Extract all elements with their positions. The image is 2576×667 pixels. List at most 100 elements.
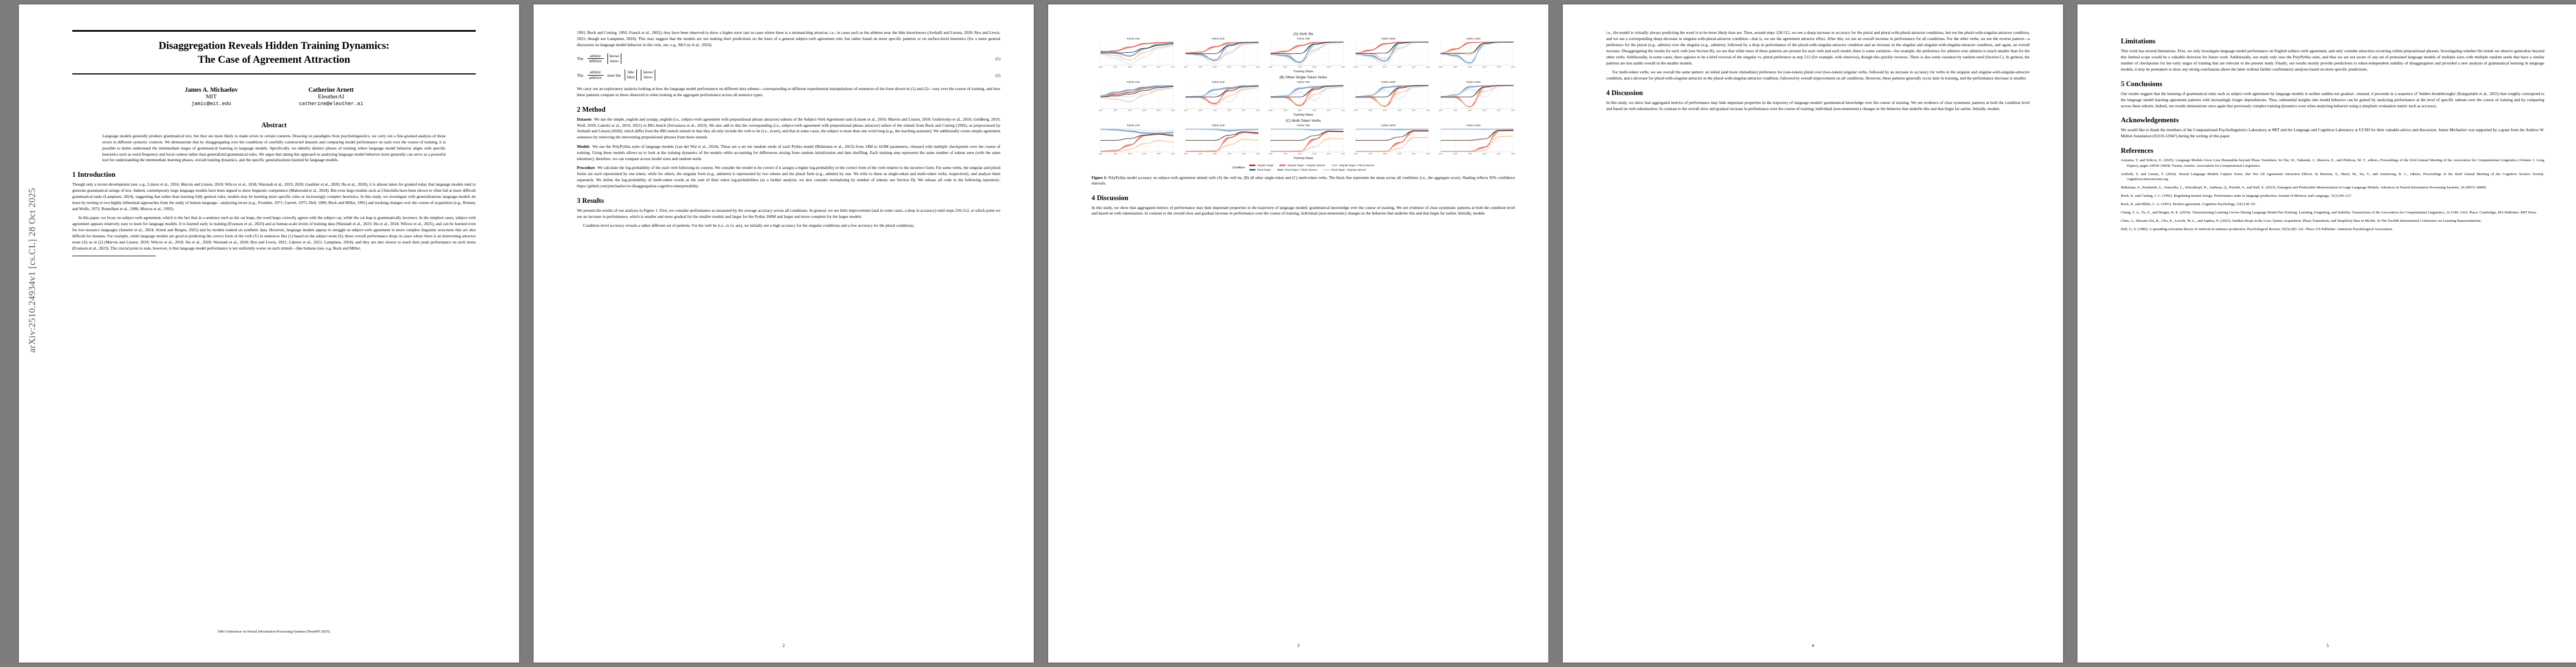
x-tick-label: 10⁰ xyxy=(1438,66,1443,68)
legend-item[interactable]: Plural Target + Singular Attractor xyxy=(1323,168,1366,171)
equation-2: The athlete athletes near the bike bikes… xyxy=(577,69,1000,81)
confidence-band xyxy=(1185,42,1258,62)
x-tick-label: 10⁵ xyxy=(1426,66,1430,68)
author-affiliation: EleutherAI xyxy=(318,93,345,100)
author-email[interactable]: jamic@mit.edu xyxy=(191,100,231,107)
author-email[interactable]: catherine@eleuther.ai xyxy=(298,100,363,107)
page4-discussion-paragraph: In this study, we show that aggregated m… xyxy=(1606,99,2030,111)
page2-top-paragraph: 1991; Bock and Cutting, 1992; Franck et … xyxy=(577,30,1000,47)
legend-color-swatch-icon xyxy=(1249,168,1255,171)
x-axis-label: Training Steps xyxy=(1293,157,1313,160)
page2-after-equation: We carry out an exploratory analysis loo… xyxy=(577,86,1000,97)
page-number: 3 xyxy=(1297,643,1299,648)
series-line xyxy=(1100,88,1174,102)
x-tick-label: 10⁴ xyxy=(1157,109,1161,112)
x-tick-label: 10⁴ xyxy=(1242,153,1246,155)
reference-entry: Chen, A., Shwartz-Ziv, R., Cho, K., Leav… xyxy=(2121,219,2482,223)
figure-subplot-title: Pythia 160M xyxy=(1381,124,1396,127)
figure-subplot: Pythia 14M10⁰10¹10²10³10⁴10⁵ xyxy=(1092,37,1175,69)
figure-subplot-title: Pythia 70M xyxy=(1297,81,1310,83)
series-line xyxy=(1100,87,1174,97)
x-tick-label: 10⁰ xyxy=(1098,66,1103,68)
figure-subplot-canvas: 10⁰10¹10²10³10⁴10⁵ xyxy=(1098,128,1175,155)
confidence-band xyxy=(1441,128,1513,130)
confidence-band xyxy=(1270,137,1343,152)
x-tick-label: 10² xyxy=(1383,153,1387,155)
figure-subplot-title: Pythia 410M xyxy=(1466,81,1481,83)
confidence-band xyxy=(1270,85,1343,98)
x-tick-label: 10⁰ xyxy=(1268,66,1273,68)
x-tick-label: 10³ xyxy=(1482,66,1487,68)
x-tick-label: 10⁴ xyxy=(1412,66,1416,68)
confidence-band xyxy=(1100,44,1173,65)
eq2-verb-alternatives: knows know xyxy=(641,69,655,81)
legend-item[interactable]: Plural Target + Plural Attractor xyxy=(1277,168,1317,171)
eq2-subject-fraction: athlete athletes xyxy=(587,69,604,80)
legend-item[interactable]: Plural Target xyxy=(1249,168,1271,171)
legend-item[interactable]: Singular Target + Singular Attractor xyxy=(1279,164,1326,167)
confidence-band xyxy=(1356,42,1428,60)
series-line xyxy=(1440,85,1514,97)
figure-subplot: Pythia 14M10⁰10¹10²10³10⁴10⁵ xyxy=(1092,124,1175,156)
confidence-band xyxy=(1185,85,1258,98)
title-line-2: The Case of Agreement Attraction xyxy=(198,54,350,66)
figure-subplot: Pythia 70M10⁰10¹10²10³10⁴10⁵ xyxy=(1262,81,1345,113)
confidence-band xyxy=(1100,85,1173,97)
series-line xyxy=(1100,129,1174,135)
figure-subplot: Pythia 160M10⁰10¹10²10³10⁴10⁵ xyxy=(1347,81,1430,113)
figure-subplot-title: Pythia 14M xyxy=(1127,37,1140,40)
section-heading-discussion: 4 Discussion xyxy=(1092,193,1129,202)
page4-mid-paragraph: For multi-token verbs, we see overall th… xyxy=(1606,69,2030,81)
series-line xyxy=(1440,85,1514,97)
eq2-preposition: near the xyxy=(607,72,621,78)
x-tick-label: 10³ xyxy=(1142,109,1147,112)
figure-subplot: Pythia 160M10⁰10¹10²10³10⁴10⁵ xyxy=(1347,37,1430,69)
legend-item[interactable]: Singular Target + Plural Attractor xyxy=(1331,164,1374,167)
author-affiliation: MIT xyxy=(206,93,217,100)
x-tick-label: 10⁵ xyxy=(1426,109,1430,112)
figure-subplot-canvas: 10⁰10¹10²10³10⁴10⁵ xyxy=(1353,128,1430,155)
legend-color-swatch-icon xyxy=(1331,164,1338,167)
series-line xyxy=(1355,85,1429,97)
confidence-band xyxy=(1100,85,1173,97)
x-tick-label: 10⁵ xyxy=(1171,66,1175,68)
series-line xyxy=(1270,86,1344,107)
equation-1: The athlete athletes knows know (1) xyxy=(577,53,1000,64)
title-rule-top xyxy=(72,30,476,32)
legend-title: Condition xyxy=(1232,166,1245,170)
confidence-band xyxy=(1270,128,1343,130)
x-tick-label: 10⁴ xyxy=(1412,153,1416,155)
legend-label: Plural Target xyxy=(1257,168,1271,171)
confidence-band xyxy=(1270,85,1343,98)
confidence-band xyxy=(1270,86,1343,107)
eq2-verb-singular: knows xyxy=(643,70,653,75)
series-line xyxy=(1355,42,1429,54)
page-4: i.e., the model is virtually always pred… xyxy=(1563,4,2063,663)
x-tick-label: 10⁴ xyxy=(1327,66,1331,68)
x-tick-label: 10⁰ xyxy=(1098,153,1103,155)
x-tick-label: 10¹ xyxy=(1368,66,1373,68)
x-tick-label: 10¹ xyxy=(1198,109,1203,112)
x-tick-label: 10³ xyxy=(1227,109,1232,112)
method-models-paragraph: Models We use the PolyPythia suite of la… xyxy=(577,144,1000,162)
figure-subplot-title: Pythia 31M xyxy=(1212,81,1225,83)
legend-item[interactable]: Singular Target xyxy=(1249,164,1273,167)
series-line xyxy=(1100,43,1174,53)
x-tick-label: 10² xyxy=(1298,109,1302,112)
x-tick-label: 10³ xyxy=(1482,109,1487,112)
legend-entries: Singular Target Singular Target + Singula… xyxy=(1249,164,1374,171)
x-tick-label: 10² xyxy=(1128,109,1132,112)
series-line xyxy=(1355,42,1429,65)
series-line xyxy=(1355,85,1429,97)
reference-entry: Chang, T. A., Tu, Z., and Bergen, B. K. … xyxy=(2121,211,2537,215)
x-tick-label: 10¹ xyxy=(1453,66,1458,68)
x-tick-label: 10⁵ xyxy=(1511,66,1515,68)
confidence-band xyxy=(1356,85,1428,100)
legend-label: Singular Target + Plural Attractor xyxy=(1339,164,1374,167)
page-number: 2 xyxy=(783,643,785,648)
series-line xyxy=(1270,86,1344,101)
series-line xyxy=(1185,85,1259,97)
procedure-run-in-head: Procedure xyxy=(577,165,595,171)
